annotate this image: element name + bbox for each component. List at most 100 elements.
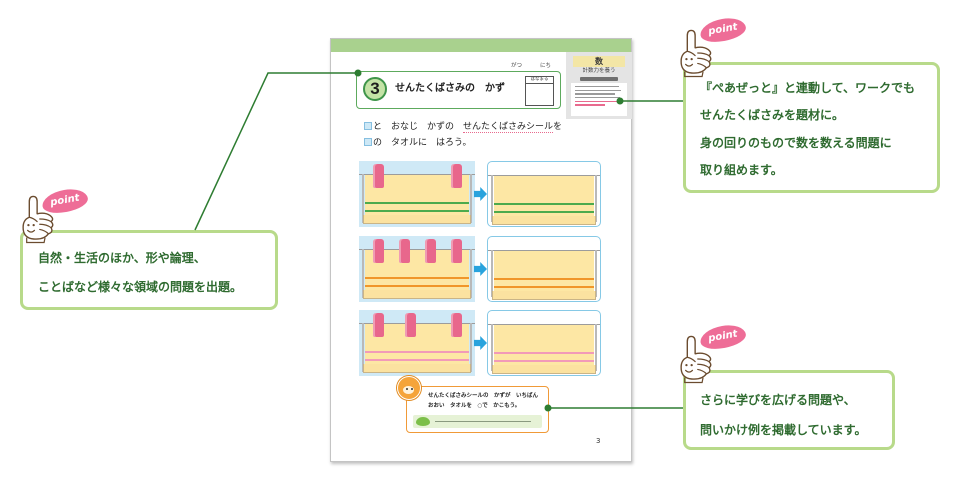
hint-text-line xyxy=(435,420,531,422)
hanamaru-box: はなまる xyxy=(525,76,554,106)
rack-post xyxy=(595,175,597,222)
mascot-eye xyxy=(406,388,408,390)
towel-stripe xyxy=(494,286,594,288)
sidebar-note-line xyxy=(575,89,621,92)
callout-line: 自然・生活のほか、形や論理、 xyxy=(38,251,206,265)
towel-with-clips-picture xyxy=(359,310,475,376)
teacher-sidebar: 数 計数力を養う xyxy=(566,52,632,119)
clothespin-clip xyxy=(405,313,416,337)
mark-box-label: はなまる xyxy=(526,77,553,84)
towel xyxy=(494,325,594,365)
rack-post xyxy=(595,324,597,371)
towel-stripe xyxy=(365,210,469,212)
clothespin-clip xyxy=(399,239,410,263)
callout-line: 身の回りのもので数を数える問題に xyxy=(700,136,892,150)
page-top-band xyxy=(331,39,631,52)
pointing-hand-icon xyxy=(22,195,54,244)
instruction-line-2: の タオルに はろう。 xyxy=(364,137,471,149)
towel-stripe xyxy=(365,359,469,361)
arrow-right-icon xyxy=(474,336,487,350)
date-day-label: にち xyxy=(540,63,552,69)
sidebar-notes xyxy=(571,83,627,116)
sidebar-skill: 計数力を養う xyxy=(582,68,616,74)
callout-line: 問いかけ例を掲載しています。 xyxy=(700,423,867,437)
instruction-text: を xyxy=(553,122,563,132)
towel-stripe xyxy=(494,352,594,354)
sidebar-note-line xyxy=(575,86,619,88)
sidebar-note-line xyxy=(575,97,620,99)
arrow-right-icon xyxy=(474,262,487,276)
date-month-label: がつ xyxy=(511,63,523,69)
rack-post xyxy=(491,175,493,222)
towel-stripe xyxy=(494,211,594,213)
instruction-line-1: と おなじ かずの せんたくばさみシールを xyxy=(364,121,562,133)
sidebar-note-line xyxy=(575,100,617,103)
clothespin-clip xyxy=(373,164,384,188)
rack-post xyxy=(595,250,597,297)
mascot-face xyxy=(403,386,414,394)
towel-stripe xyxy=(494,360,594,362)
rack-post xyxy=(491,324,493,371)
towel-stripe xyxy=(365,277,469,279)
callout-line: せんたくばさみを題材に。 xyxy=(700,108,845,122)
clip-group xyxy=(359,310,475,376)
towel-stripe xyxy=(494,278,594,280)
rack-post xyxy=(491,250,493,297)
sidebar-tag xyxy=(580,77,618,81)
towel-stripe xyxy=(494,203,594,205)
exercise-row-1 xyxy=(359,161,601,227)
arrow-right-icon xyxy=(474,187,487,201)
clothesline xyxy=(359,249,475,250)
callout-line: 『ぺあぜっと』と連動して、ワークでも xyxy=(700,81,916,95)
challenge-box: せんたくばさみシールの かずが いちばん おおい タオルを ○で かこもう。 xyxy=(397,376,549,433)
callout-top-right: 『ぺあぜっと』と連動して、ワークでも せんたくばさみを題材に。 身の回りのもので… xyxy=(683,62,940,193)
empty-towel-box xyxy=(487,310,601,376)
rack-post xyxy=(470,174,472,223)
rack-post xyxy=(362,323,364,372)
rack-post xyxy=(362,174,364,223)
towel-with-clips-picture xyxy=(359,161,475,227)
towel-stripe xyxy=(365,202,469,204)
towel-fold xyxy=(492,291,596,300)
clothespin-clip xyxy=(373,239,384,263)
clothespin-clip xyxy=(451,239,462,263)
rack-post xyxy=(470,249,472,298)
callout-line: ことばなど様々な領域の問題を出題。 xyxy=(38,280,243,294)
towel-fold xyxy=(363,364,471,373)
rack-post xyxy=(470,323,472,372)
clothespin-clip xyxy=(451,164,462,188)
clip-group xyxy=(359,236,475,302)
callout-line: 取り組めます。 xyxy=(700,163,783,177)
page-number: 3 xyxy=(596,437,601,445)
challenge-text-line-2: おおい タオルを ○で かこもう。 xyxy=(428,403,521,409)
towel-fold xyxy=(363,215,471,224)
instruction-text: の タオルに はろう。 xyxy=(373,138,472,148)
clothesline xyxy=(359,174,475,175)
towel-stripe xyxy=(365,285,469,287)
point-badge: point xyxy=(698,322,748,352)
towel-fold xyxy=(492,365,596,374)
towel xyxy=(494,176,594,216)
callout-left: 自然・生活のほか、形や論理、 ことばなど様々な領域の問題を出題。 xyxy=(20,230,278,310)
callout-line: さらに学びを広げる問題や、 xyxy=(700,393,856,407)
towel-with-clips-picture xyxy=(359,236,475,302)
mascot-icon xyxy=(397,376,421,400)
section-number: 3 xyxy=(363,77,387,101)
towel-stripe xyxy=(365,351,469,353)
sidebar-note-line xyxy=(575,104,605,106)
blue-square-icon xyxy=(364,122,372,130)
blue-square-icon xyxy=(364,138,372,146)
worksheet-page: 数 計数力を養う がつ にち 3 せんたくばさみの かず はなまる と おなじ … xyxy=(330,38,632,462)
exercise-row-2 xyxy=(359,236,601,302)
clothespin-clip xyxy=(451,313,462,337)
point-badge: point xyxy=(40,186,90,216)
leaf-icon xyxy=(416,417,430,426)
clothespin-clip xyxy=(373,313,384,337)
clothesline xyxy=(488,250,600,251)
clothespin-clip xyxy=(425,239,436,263)
towel-fold xyxy=(363,290,471,299)
empty-towel-box xyxy=(487,161,601,227)
empty-towel-box xyxy=(487,236,601,302)
point-badge: point xyxy=(698,15,748,45)
clothesline xyxy=(488,324,600,325)
